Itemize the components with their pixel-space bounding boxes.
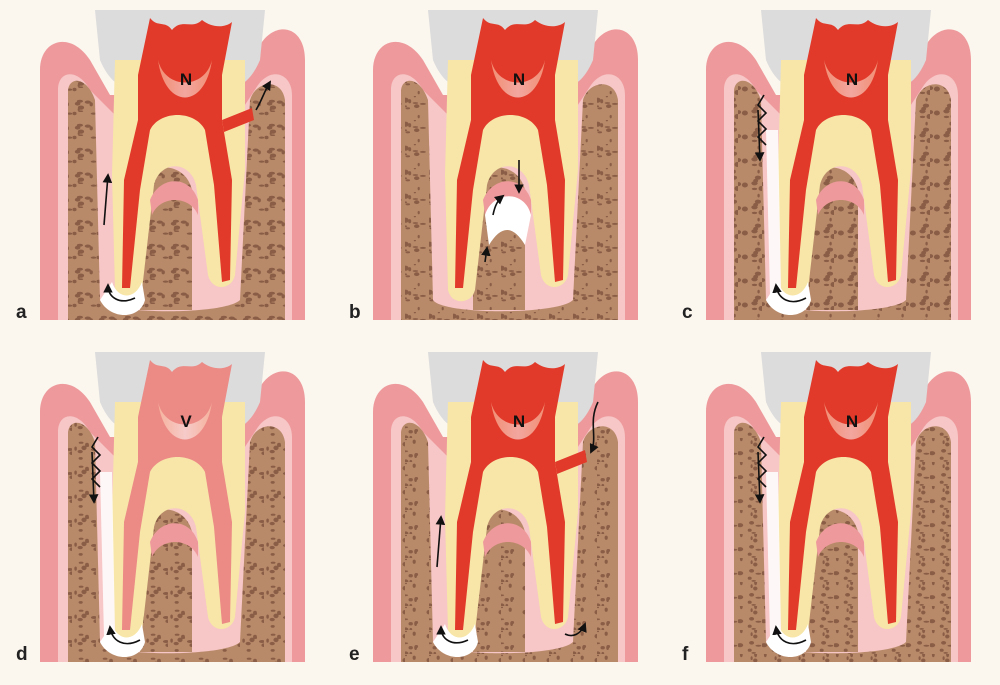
arrow bbox=[88, 451, 99, 504]
panel-label: b bbox=[349, 302, 361, 323]
lesion-group bbox=[485, 196, 531, 245]
pocket-lesion bbox=[766, 130, 781, 295]
arrow bbox=[103, 283, 136, 302]
pulp-necrotic bbox=[455, 360, 565, 630]
arrow bbox=[255, 80, 271, 111]
furcation-lesion bbox=[485, 196, 531, 245]
arrow bbox=[754, 451, 765, 504]
arrow-group bbox=[754, 436, 807, 645]
alveolar-bone bbox=[68, 80, 285, 321]
pulp-highlight bbox=[824, 402, 878, 440]
arrow-group bbox=[102, 80, 271, 302]
pulp-highlight bbox=[158, 60, 212, 98]
panel-c-illustration: N bbox=[706, 10, 971, 321]
pulp-letter: V bbox=[180, 412, 192, 431]
arrow bbox=[564, 622, 587, 637]
arrow bbox=[481, 246, 491, 263]
pulp-necrotic bbox=[455, 18, 565, 288]
lateral-canal bbox=[555, 450, 587, 474]
panel-a-illustration: N bbox=[40, 10, 305, 321]
pulp-letter: N bbox=[513, 412, 525, 431]
panel-f-illustration: N bbox=[706, 352, 971, 662]
arrow bbox=[754, 109, 765, 162]
pocket-lesion bbox=[100, 472, 115, 637]
pulp-highlight bbox=[158, 402, 212, 440]
panel-b: N b bbox=[333, 0, 666, 342]
alveolar-bone bbox=[734, 422, 951, 662]
tooth-group: N bbox=[373, 10, 638, 321]
tooth-group: N bbox=[373, 352, 638, 662]
arrow-group bbox=[481, 160, 524, 263]
furcation-cementum bbox=[150, 181, 198, 215]
pocket-lesion bbox=[766, 472, 781, 637]
panel-d: V d bbox=[0, 342, 333, 684]
panel-label: e bbox=[349, 644, 360, 665]
pulp-vital bbox=[122, 360, 232, 630]
panel-d-illustration: V bbox=[40, 352, 305, 662]
pulp-highlight bbox=[491, 60, 545, 98]
pulp-letter: N bbox=[846, 70, 858, 89]
arrow bbox=[772, 283, 807, 303]
arrow-group bbox=[435, 401, 599, 644]
panel-label: a bbox=[16, 302, 27, 323]
pulp-necrotic bbox=[788, 18, 898, 288]
pulp-necrotic bbox=[788, 360, 898, 630]
pulp-letter: N bbox=[180, 70, 192, 89]
furcation-cementum bbox=[150, 523, 198, 557]
arrow bbox=[102, 173, 113, 226]
pulp-highlight bbox=[491, 402, 545, 440]
furcation-cementum bbox=[816, 523, 864, 557]
arrow bbox=[436, 625, 469, 644]
alveolar-bone bbox=[734, 80, 951, 321]
panel-c: N c bbox=[666, 0, 999, 342]
panel-b-illustration: N bbox=[373, 10, 638, 321]
tooth-group: V bbox=[40, 352, 305, 662]
pulp-necrotic bbox=[122, 18, 232, 288]
arrow bbox=[492, 194, 505, 216]
arrow-group bbox=[754, 94, 807, 303]
tooth-group: N bbox=[706, 10, 971, 321]
panel-label: d bbox=[16, 644, 28, 665]
panel-label: c bbox=[682, 302, 693, 323]
furcation-cementum bbox=[483, 523, 531, 557]
panel-f: N f bbox=[666, 342, 999, 684]
alveolar-bone bbox=[68, 422, 285, 662]
pulp-letter: N bbox=[513, 70, 525, 89]
panel-e: N e bbox=[333, 342, 666, 684]
tooth-group: N bbox=[40, 10, 305, 321]
arrow bbox=[435, 515, 446, 568]
tooth-group: N bbox=[706, 352, 971, 662]
arrow bbox=[106, 625, 141, 645]
panel-label: f bbox=[682, 644, 689, 665]
panel-a: N a bbox=[0, 0, 333, 342]
pulp-highlight bbox=[824, 60, 878, 98]
furcation-cementum bbox=[816, 181, 864, 215]
alveolar-bone bbox=[401, 80, 618, 321]
arrow bbox=[589, 401, 599, 454]
pulp-letter: N bbox=[846, 412, 858, 431]
arrow bbox=[772, 625, 807, 645]
lateral-canal bbox=[222, 108, 254, 132]
panel-e-illustration: N bbox=[373, 352, 638, 662]
arrow-group bbox=[88, 436, 141, 645]
